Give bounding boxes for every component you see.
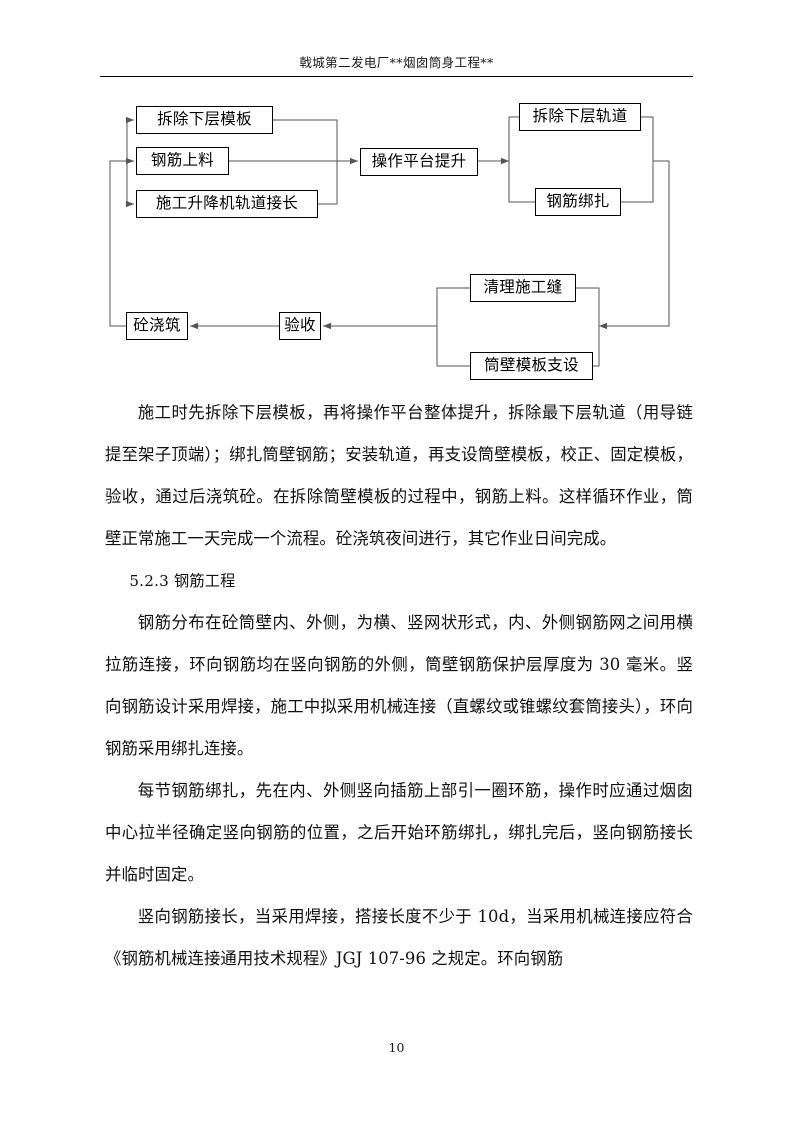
document-body: 施工时先拆除下层模板，再将操作平台整体提升，拆除最下层轨道（用导链提至架子顶端）… [105, 392, 693, 980]
connector-recycle-to-steel [109, 157, 134, 327]
paragraph-rebar-distribution: 钢筋分布在砼筒壁内、外侧，为横、竖网状形式，内、外侧钢筋网之间用横拉筋连接，环向… [105, 613, 693, 758]
flow-node-rebar-tying: 钢筋绑扎 [535, 188, 621, 216]
heading-5-2-3: 5.2.3 钢筋工程 [129, 572, 236, 590]
header-rule [100, 76, 693, 77]
flow-node-clean-construction-joint: 清理施工缝 [470, 274, 576, 302]
paragraph-rebar-splicing: 竖向钢筋接长，当采用焊接，搭接长度不少于 10d，当采用机械连接应符合《钢筋机械… [105, 907, 693, 968]
connector-left-bracket-forms [436, 287, 470, 367]
paragraph-construction-sequence: 施工时先拆除下层模板，再将操作平台整体提升，拆除最下层轨道（用导链提至架子顶端）… [105, 403, 693, 548]
page-header-title: 戟城第二发电厂**烟囱筒身工程** [299, 55, 494, 70]
flow-node-acceptance: 验收 [279, 312, 321, 340]
paragraph-rebar-tying-procedure: 每节钢筋绑扎，先在内、外侧竖向插筋上部引一圈环筋，操作时应通过烟囱中心拉半径确定… [105, 781, 693, 884]
page-number: 10 [388, 1040, 405, 1055]
flow-node-rebar-loading: 钢筋上料 [136, 147, 229, 175]
flow-node-concrete-pouring: 砼浇筑 [126, 312, 188, 340]
connector-pair-down [599, 160, 670, 330]
flow-node-demolish-lower-formwork: 拆除下层模板 [136, 106, 273, 134]
flow-node-platform-lifting: 操作平台提升 [360, 148, 478, 176]
flow-node-hoist-rail-extension: 施工升降机轨道接长 [136, 190, 318, 218]
flow-node-demolish-lower-rail: 拆除下层轨道 [519, 103, 641, 131]
flow-node-wall-formwork-erection: 筒壁模板支设 [470, 352, 593, 380]
